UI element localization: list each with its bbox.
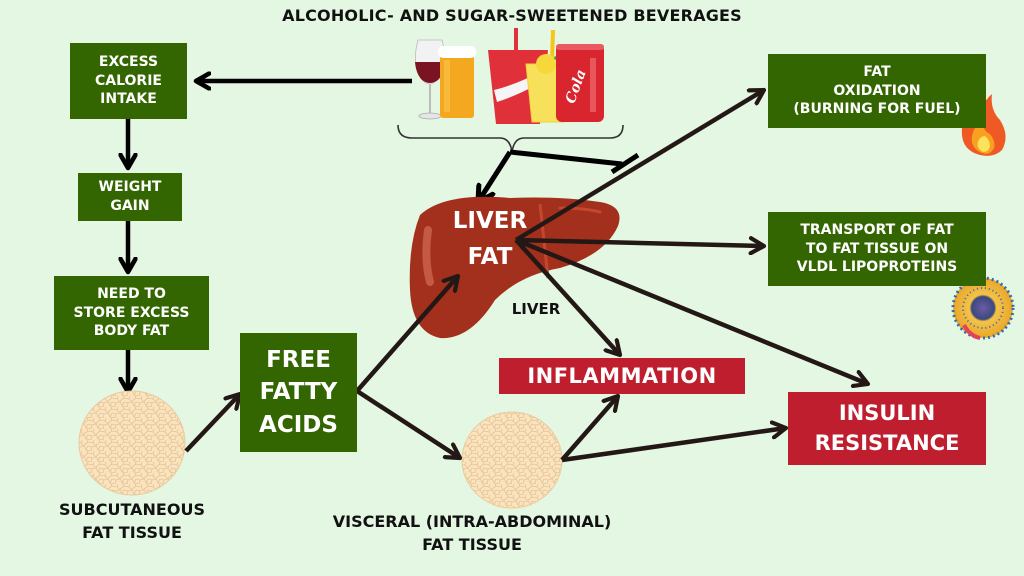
arrow-liver-to-transport	[515, 240, 764, 246]
box-line: TO FAT TISSUE ON	[805, 240, 949, 257]
vldl-transport-box: TRANSPORT OF FAT TO FAT TISSUE ON VLDL L…	[768, 212, 986, 286]
box-line: FATTY	[259, 379, 338, 406]
box-line: GAIN	[110, 198, 150, 214]
box-line: ACIDS	[259, 411, 338, 438]
excess-calorie-intake-box: EXCESS CALORIE INTAKE	[70, 43, 187, 119]
box-line: VLDL LIPOPROTEINS	[796, 259, 958, 276]
beer-glass-icon	[438, 46, 476, 118]
inhibit-bar	[610, 152, 640, 175]
liver-fat-label: LIVER FAT	[440, 204, 540, 275]
visceral-fat-label: VISCERAL (INTRA-ABDOMINAL) FAT TISSUE	[312, 510, 632, 556]
insulin-resistance-box: INSULIN RESISTANCE	[788, 392, 986, 465]
box-line: FREE	[266, 346, 331, 373]
box-line: WEIGHT	[98, 179, 162, 196]
box-line: INFLAMMATION	[527, 363, 717, 388]
arrow-visceral-to-inflammation	[560, 396, 618, 462]
box-line: CALORIE	[95, 72, 162, 89]
box-line: STORE EXCESS	[73, 304, 190, 321]
box-line: TRANSPORT OF FAT	[800, 221, 954, 238]
label-line: VISCERAL (INTRA-ABDOMINAL)	[332, 512, 612, 531]
liver-fat-line: FAT	[467, 243, 513, 270]
beverage-icons: Cola	[415, 28, 604, 124]
box-line: RESISTANCE	[814, 430, 960, 455]
visceral-fat-icon	[461, 411, 563, 509]
diagram-title: ALCOHOLIC- AND SUGAR-SWEETENED BEVERAGES	[282, 6, 742, 25]
weight-gain-box: WEIGHT GAIN	[78, 173, 182, 221]
arrow-liver-to-inflammation	[514, 238, 620, 355]
box-line: (BURNING FOR FUEL)	[793, 101, 961, 118]
free-fatty-acids-box: FREE FATTY ACIDS	[240, 333, 357, 452]
cola-can-icon: Cola	[556, 44, 604, 122]
box-line: OXIDATION	[833, 82, 921, 99]
arrow-liver-to-oxidation	[514, 90, 764, 242]
box-line: EXCESS	[98, 53, 159, 70]
label-line: SUBCUTANEOUS	[59, 500, 205, 519]
arrow-ffa-to-visceral	[355, 389, 460, 458]
box-line: INSULIN	[838, 401, 936, 426]
subcutaneous-fat-icon	[78, 390, 186, 496]
arrow-visceral-to-insulin	[561, 428, 786, 463]
liver-fat-line: LIVER	[452, 208, 528, 234]
box-line: INTAKE	[100, 91, 157, 108]
label-line: FAT TISSUE	[82, 523, 182, 543]
beverage-brace	[397, 124, 624, 153]
arrow-subcutaneous-to-ffa	[184, 394, 240, 453]
box-line: BODY FAT	[93, 323, 170, 340]
inhibit-line	[509, 149, 623, 167]
wine-glass-icon	[415, 39, 445, 120]
box-line: NEED TO	[97, 285, 166, 302]
subcutaneous-fat-label: SUBCUTANEOUS FAT TISSUE	[22, 498, 242, 544]
vldl-particle-icon	[951, 276, 1015, 340]
arrow-ffa-to-liver	[355, 276, 458, 393]
store-excess-fat-box: NEED TO STORE EXCESS BODY FAT	[54, 276, 209, 350]
arrow-beverages-to-liver	[478, 150, 513, 202]
arrow-liver-to-insulin	[515, 237, 868, 384]
label-line: FAT TISSUE	[422, 535, 522, 555]
inflammation-box: INFLAMMATION	[499, 358, 745, 394]
liver-label: LIVER	[511, 300, 561, 318]
box-line: FAT	[863, 63, 891, 80]
fat-oxidation-box: FAT OXIDATION (BURNING FOR FUEL)	[768, 54, 986, 128]
